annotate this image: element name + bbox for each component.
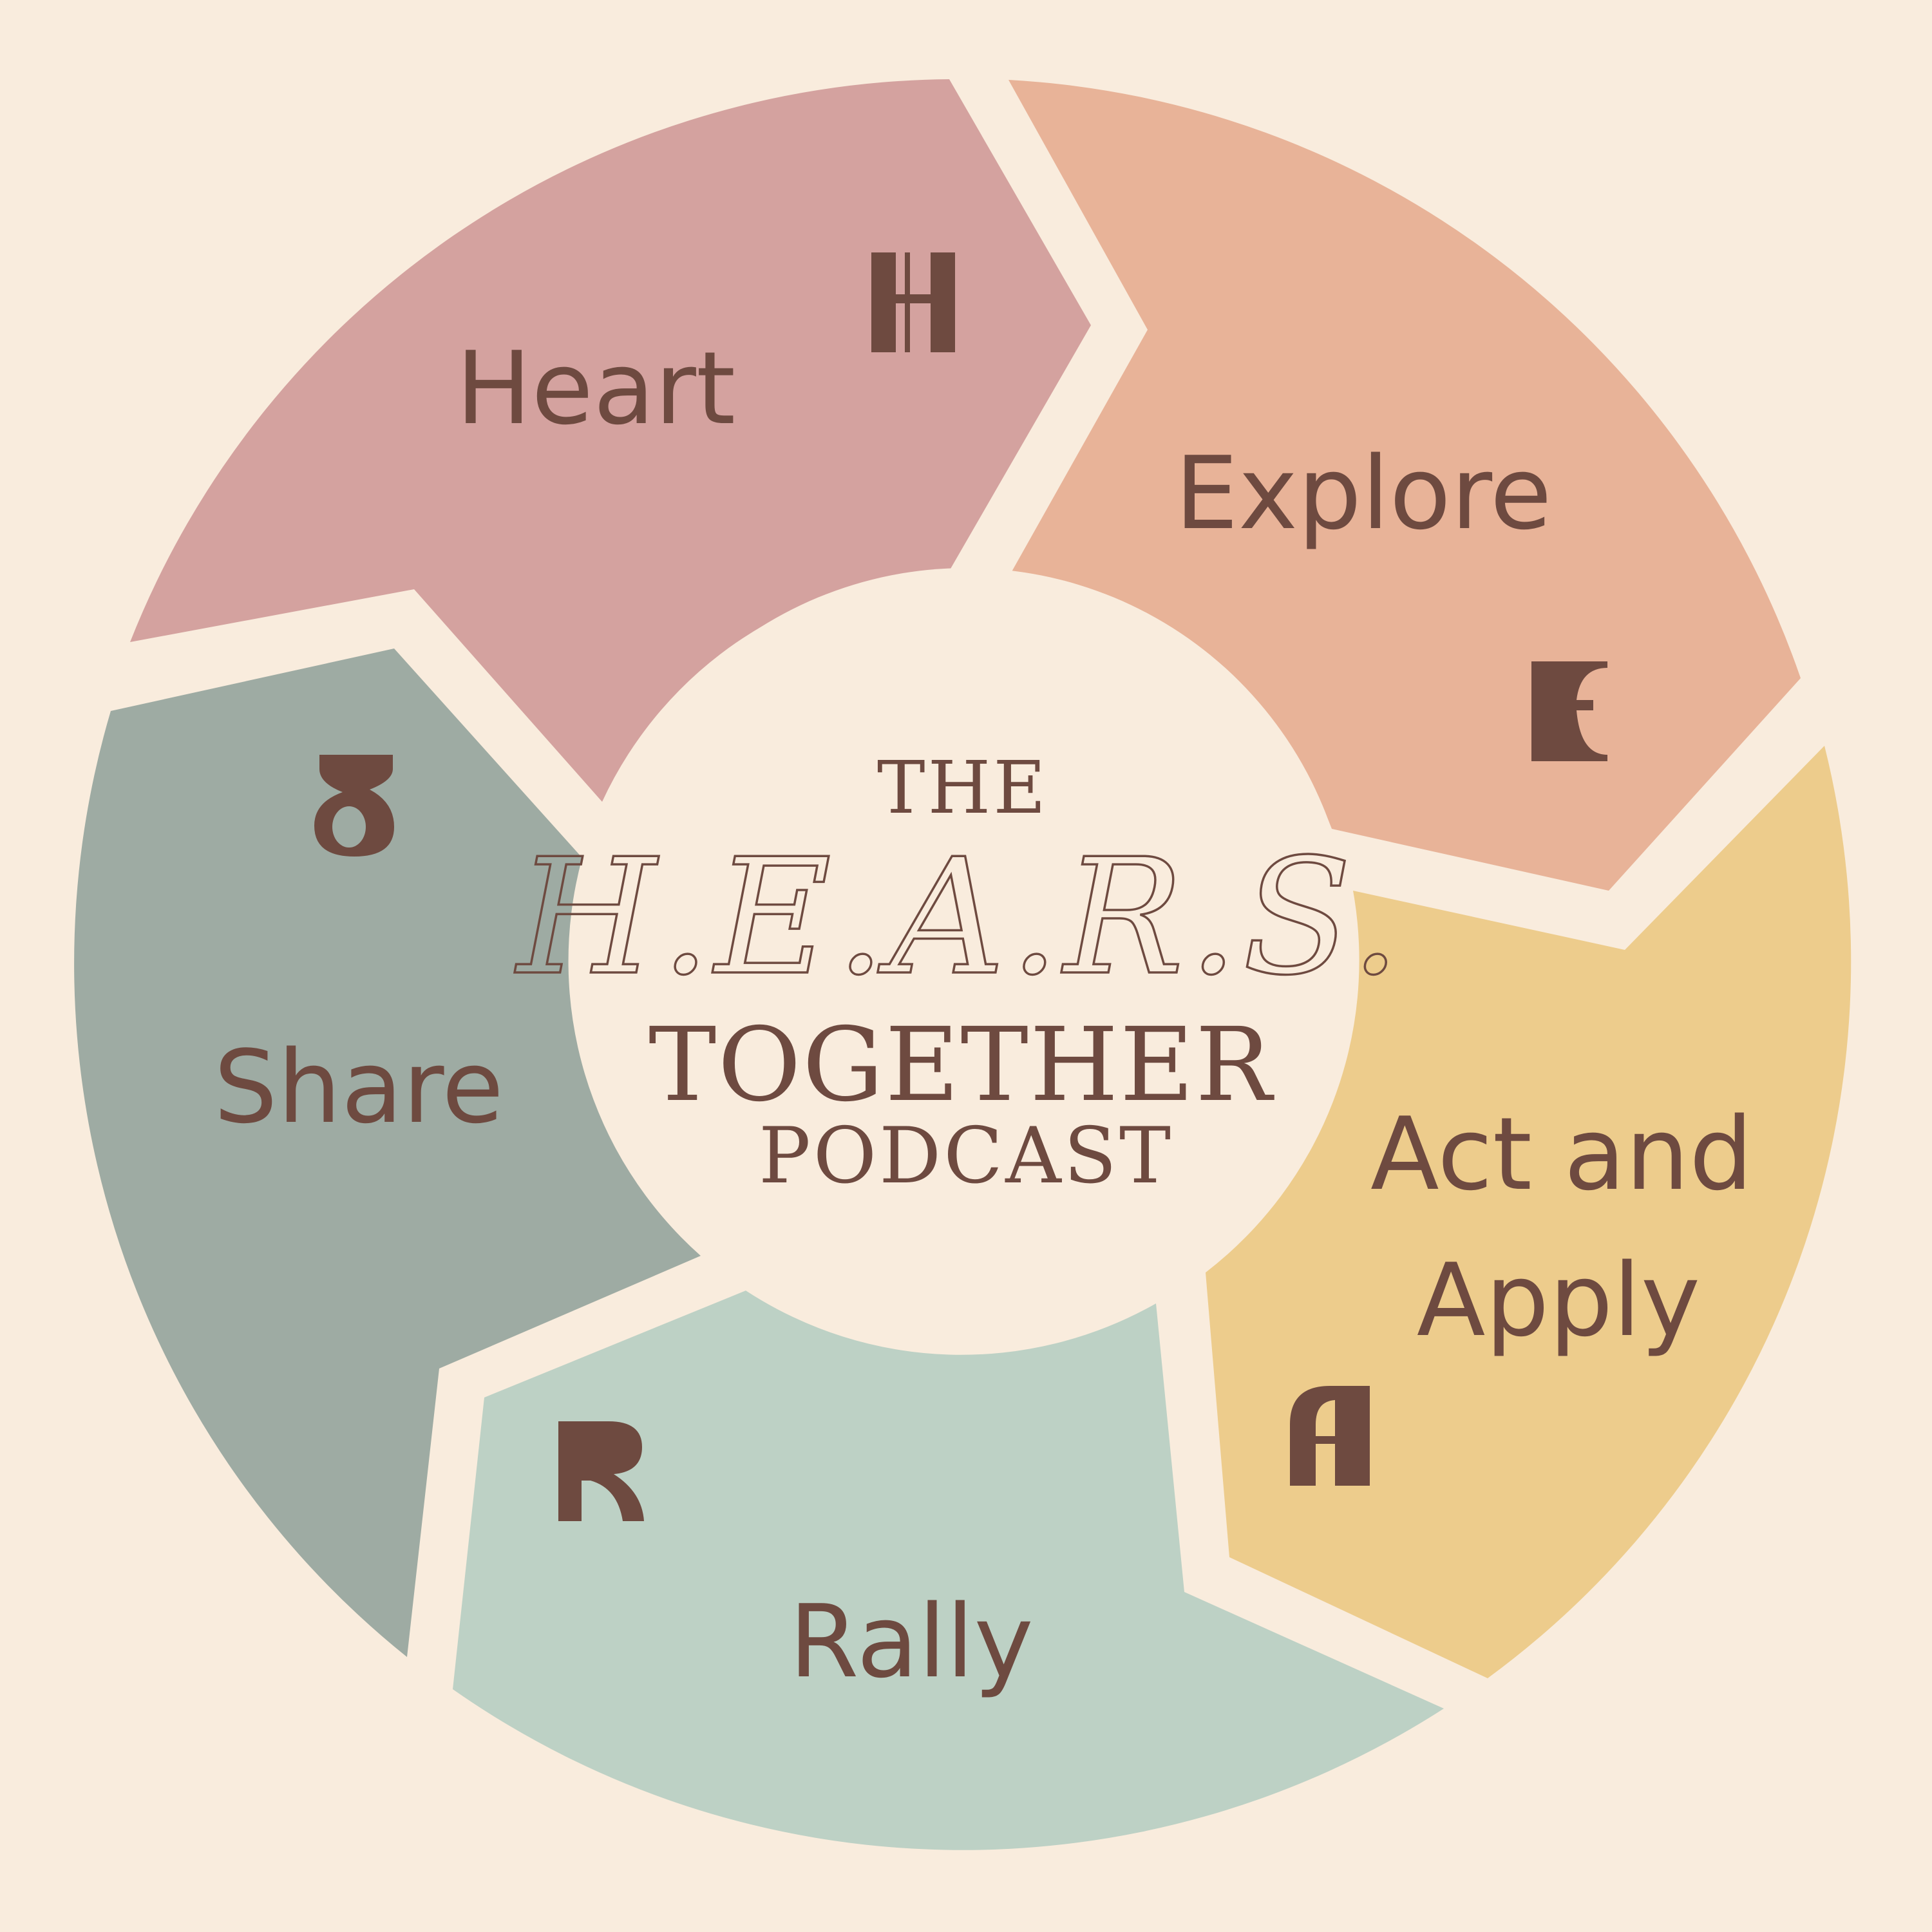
monogram-a-icon	[1290, 1386, 1370, 1486]
monogram-h-icon	[871, 252, 955, 352]
logo-podcast: PODCAST	[759, 1112, 1173, 1201]
segment-act-and-apply-label-line2: Apply	[1417, 1242, 1700, 1359]
segment-rally-label: Rally	[789, 1583, 1034, 1700]
logo-the: THE	[877, 746, 1048, 830]
segment-share	[74, 649, 701, 1657]
segment-rally	[453, 1291, 1444, 1850]
segment-explore	[1007, 80, 1801, 891]
segment-heart-label: Heart	[456, 330, 735, 447]
monogram-s-icon	[314, 755, 394, 857]
segment-act-and-apply-label-line1: Act and	[1370, 1095, 1753, 1213]
segment-share-label: Share	[214, 1028, 504, 1146]
logo-together: TOGETHER	[649, 1006, 1274, 1124]
monogram-r-icon	[558, 1421, 644, 1521]
segment-heart	[130, 79, 1091, 802]
logo-hears-script: H.E.A.R.S.	[515, 825, 1405, 1010]
center-circle	[580, 568, 1352, 1341]
segment-explore-label: Explore	[1175, 435, 1551, 552]
monogram-e-icon	[1531, 661, 1607, 761]
